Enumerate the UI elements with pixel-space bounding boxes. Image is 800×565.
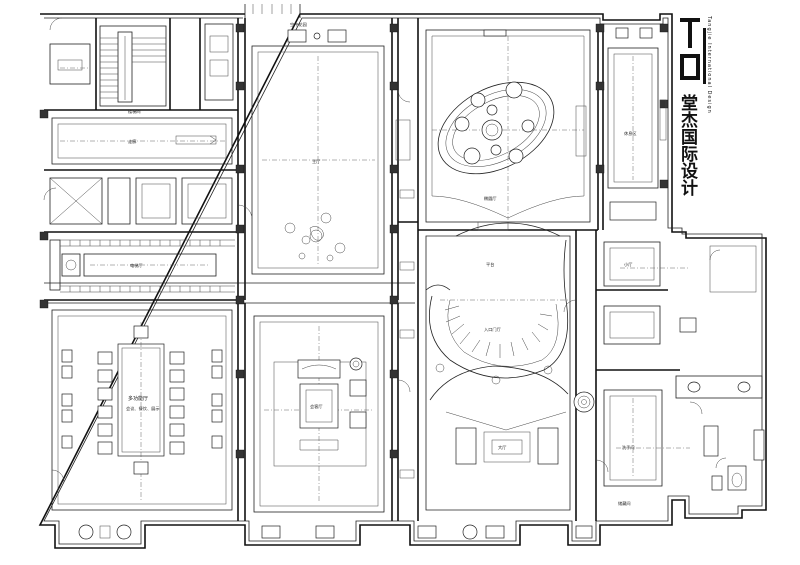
landing-label: 平台 — [486, 261, 494, 268]
brand-block: Tangjie International Design 堂杰国际设计 — [677, 15, 712, 197]
dining-label: 多功能厅 — [128, 395, 148, 402]
lift-lobby-label: 电梯厅 — [130, 262, 143, 269]
hall-lower-label: 大厅 — [498, 444, 506, 451]
right-bottom-label: 储藏间 — [618, 500, 631, 507]
brand-tagline: Tangjie International Design — [706, 15, 712, 114]
stairwell: 楼梯间 — [99, 25, 167, 115]
upper-hall: 主厅 空中花园 — [251, 21, 385, 275]
hall-upper-label: 主厅 — [312, 158, 320, 164]
lift-lobby: 电梯厅 — [49, 239, 235, 293]
garden-label: 空中花园 — [290, 21, 307, 28]
axis-lines — [60, 67, 690, 449]
dining-room: 多功能厅 会议、餐饮、展示 — [51, 309, 233, 540]
stair-label: 楼梯间 — [128, 108, 141, 115]
dining-caption: 会议、餐饮、展示 — [126, 405, 160, 412]
corridor-upper: 走廊 — [51, 117, 233, 165]
washroom: 洗手间 储藏间 — [603, 375, 765, 507]
brand-name: 堂杰国际设计 — [677, 93, 698, 197]
corridor-label: 走廊 — [128, 138, 136, 145]
lift-block — [49, 177, 233, 225]
right-mid-room: 小厅 — [603, 241, 757, 345]
top-left-room — [49, 17, 234, 101]
lounge: 会客厅 — [253, 315, 593, 540]
logo-mark — [680, 18, 706, 84]
right-upper-label: 休息区 — [624, 130, 637, 137]
right-upper-room: 休息区 — [607, 27, 667, 221]
oval-room-label: 椭圆厅 — [484, 195, 497, 202]
outer-walls — [38, 4, 767, 549]
oval-room: 椭圆厅 — [395, 29, 591, 223]
interior-walls — [39, 18, 680, 521]
entrance-hall: 入口门厅 平台 大厅 — [425, 221, 595, 511]
entrance-label: 入口门厅 — [484, 326, 501, 333]
right-lower-label: 洗手间 — [622, 444, 635, 451]
right-mid-label: 小厅 — [624, 261, 632, 268]
lounge-label: 会客厅 — [310, 403, 323, 410]
door-swings — [43, 89, 609, 479]
